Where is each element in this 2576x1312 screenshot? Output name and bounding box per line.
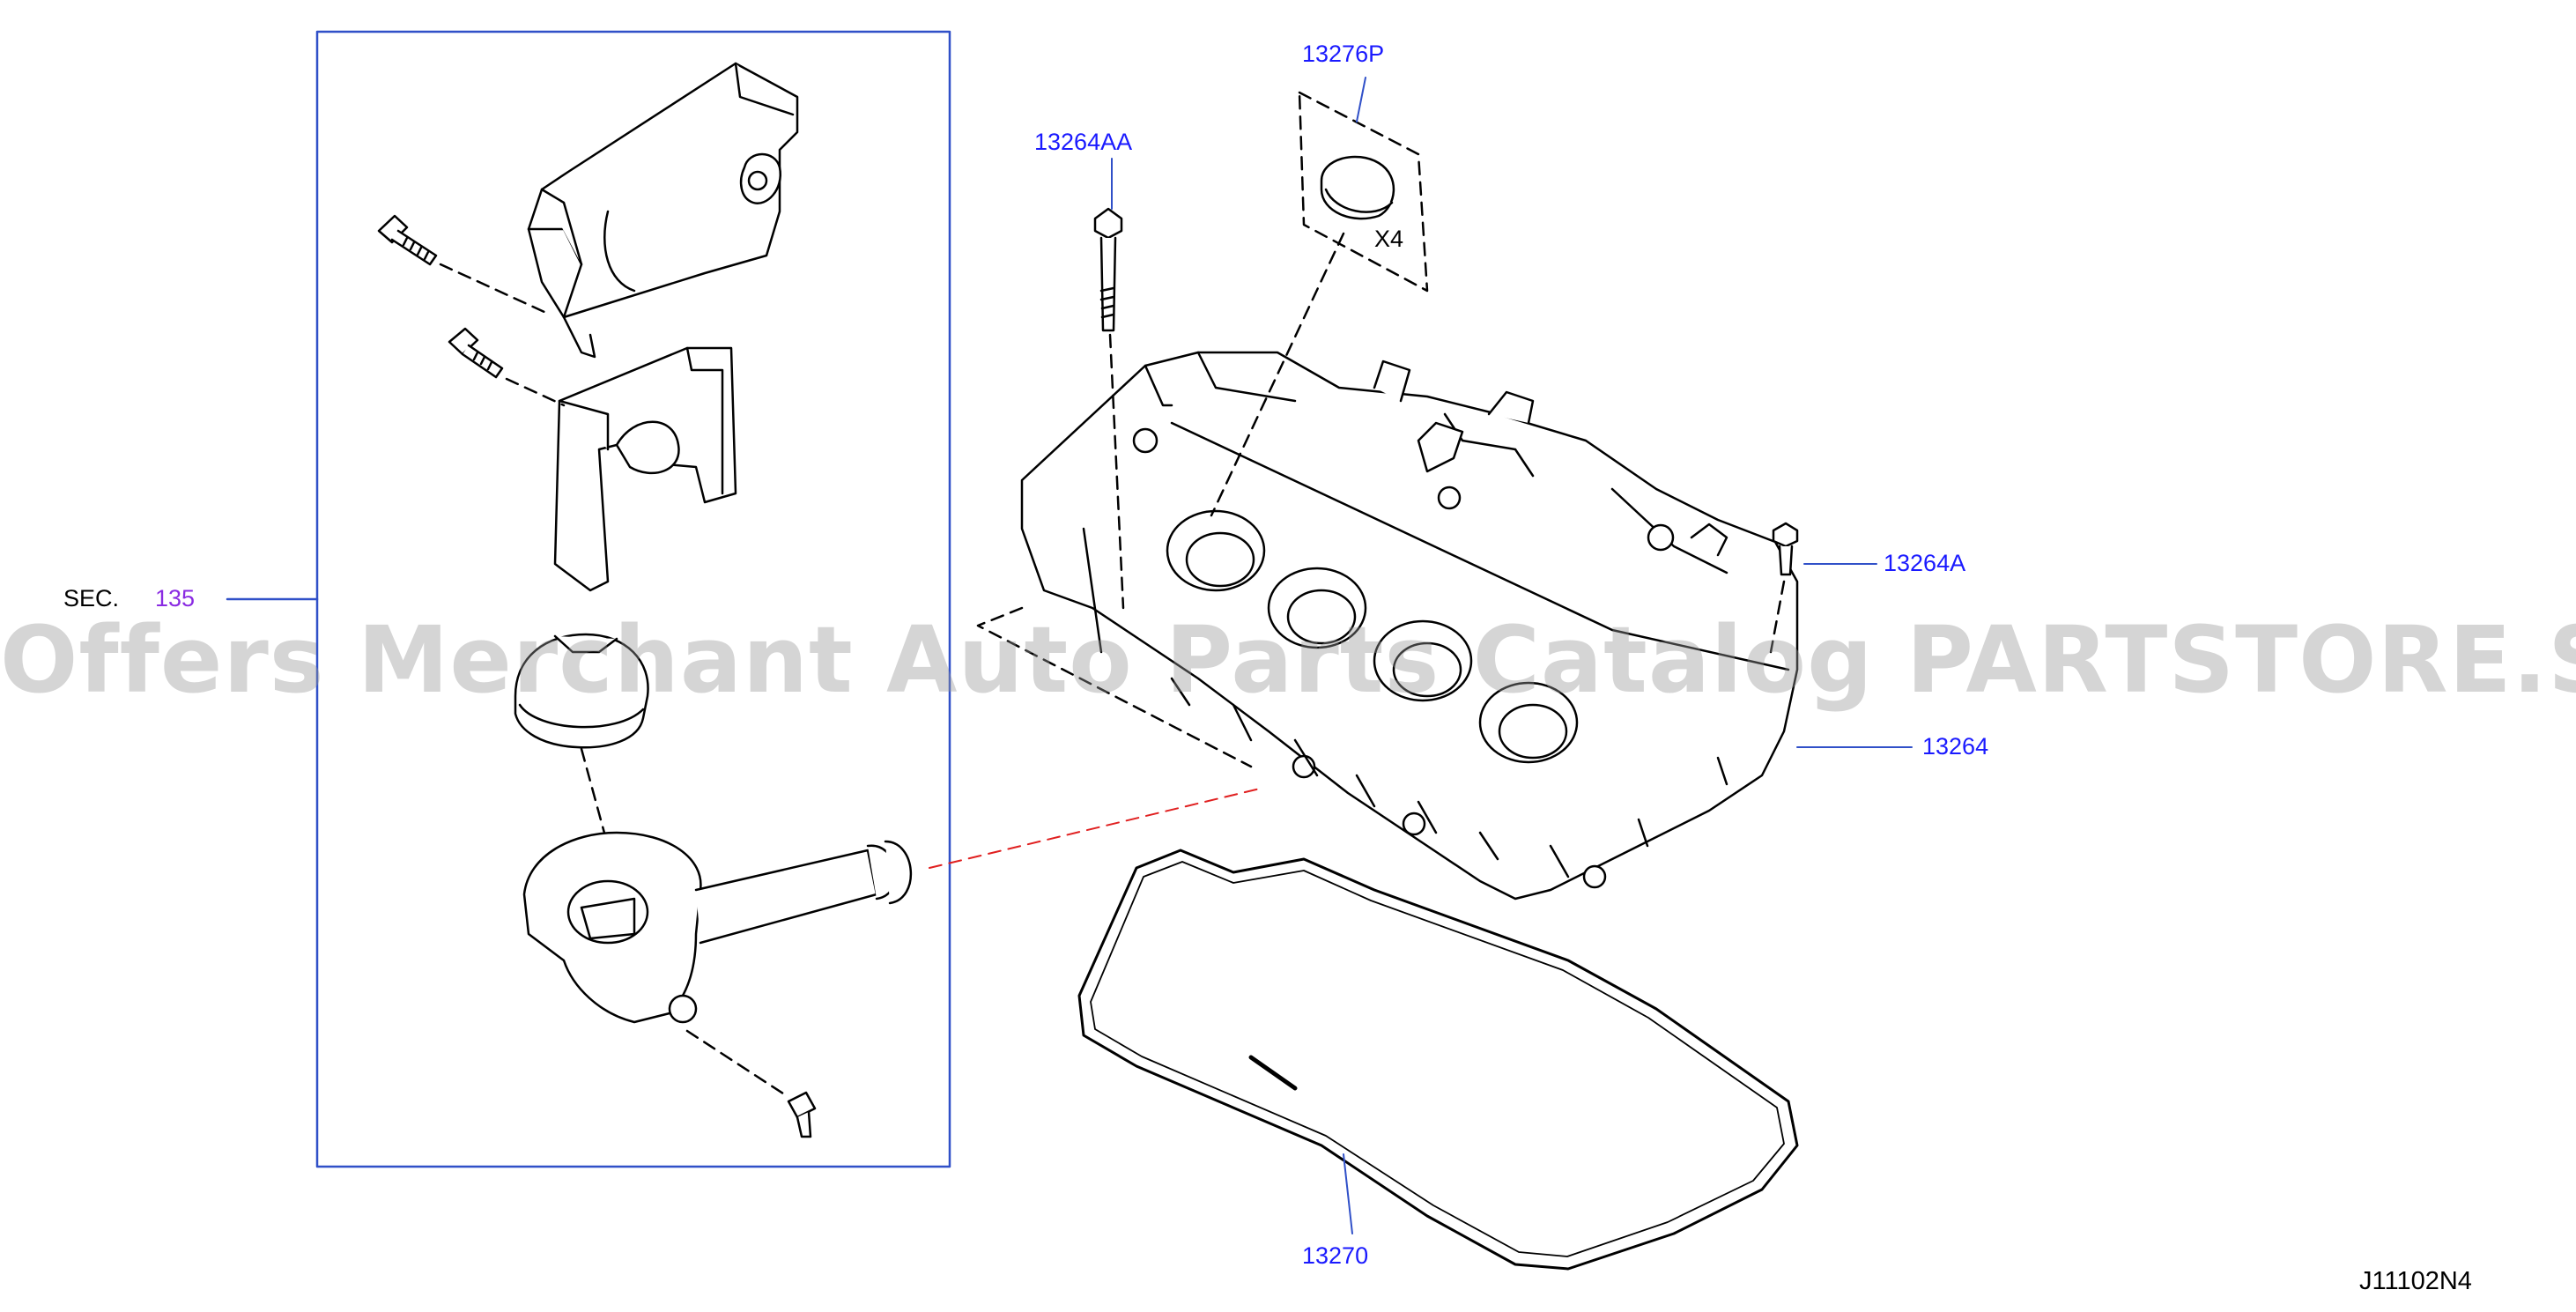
figure-code: J11102N4 [2359,1267,2472,1295]
oil-separator-cover [527,62,799,359]
seal-13276P [1320,155,1395,220]
section-prefix: SEC. [63,585,120,612]
oil-filler-cap [514,633,649,749]
watermark-text: Offers Merchant Auto Parts Catalog PARTS… [0,606,2576,714]
bolt-middle [448,327,504,379]
bracket [553,346,737,592]
part-label-13270[interactable]: 13270 [1302,1242,1369,1269]
section-number-link[interactable]: 135 [155,585,196,612]
part-label-13264A[interactable]: 13264A [1884,550,1966,576]
part-label-13264[interactable]: 13264 [1922,733,1989,760]
rocker-cover [1020,351,1799,901]
gasket-13270 [1077,849,1799,1271]
part-label-13264AA[interactable]: 13264AA [1034,129,1133,155]
bolt-lower [787,1091,817,1138]
leaders [1111,77,1913,1234]
hose-connection [929,788,1261,869]
bolt-13264A [1772,522,1799,576]
quantity-note: X4 [1374,226,1404,252]
bolt-13264AA [1093,207,1123,332]
filler-neck [522,831,912,1024]
seal-dashed-box [1298,91,1429,293]
part-label-13276P[interactable]: 13276P [1302,41,1385,67]
cover-outline-dashed [976,606,1253,768]
bolt-upper [377,214,438,266]
